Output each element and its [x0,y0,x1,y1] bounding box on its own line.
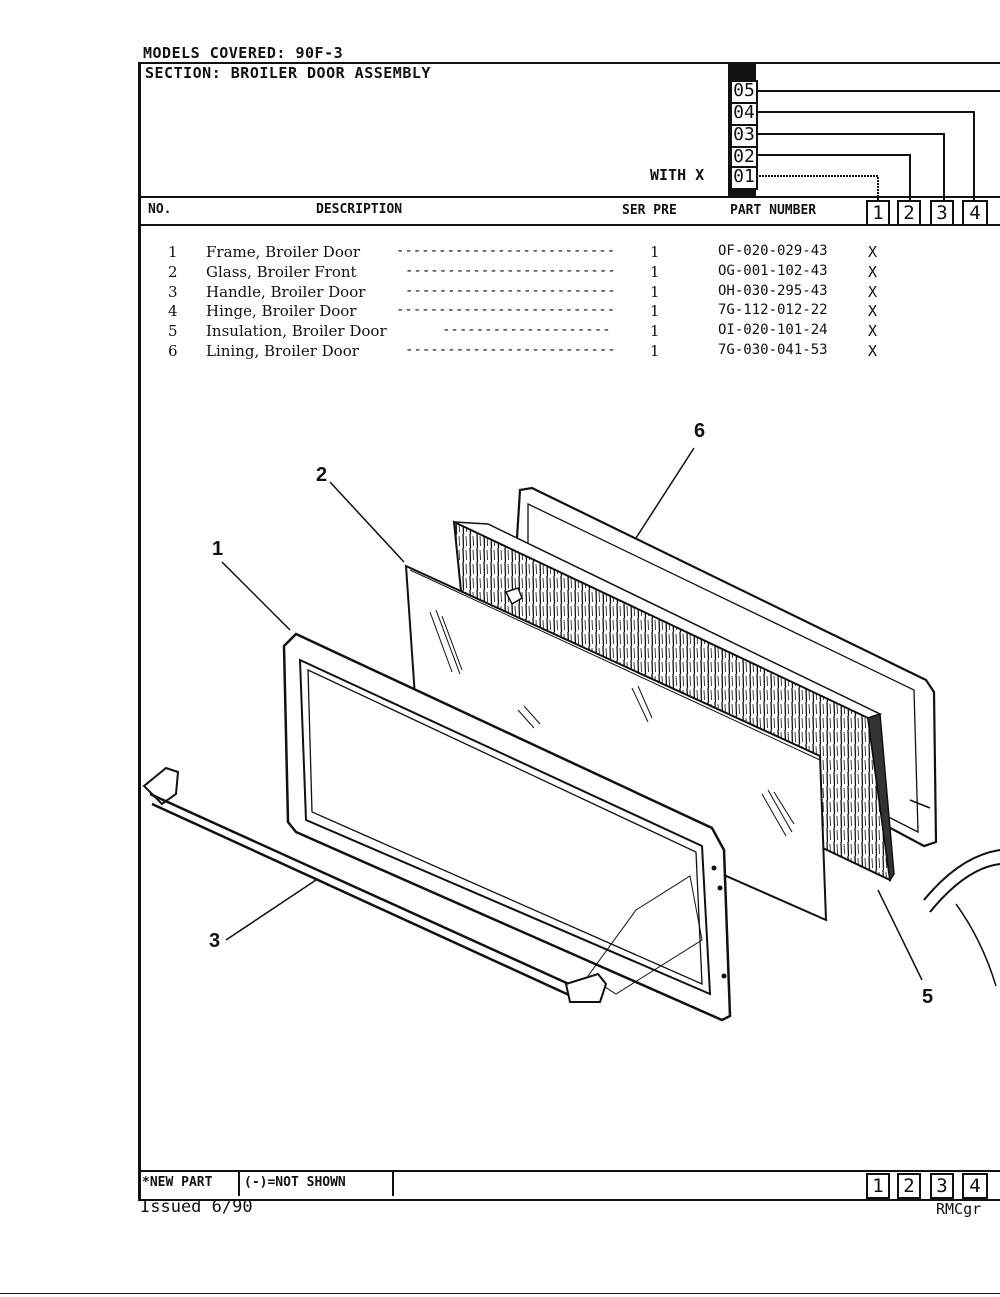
leader-dashes: -------------------------- [396,302,616,318]
model-col-2: 2 [897,200,921,226]
model-mark: X [868,302,878,320]
section-title: SECTION: BROILER DOOR ASSEMBLY [145,64,431,82]
col-no-header: NO. [148,202,172,217]
footer-rule [138,1170,1000,1172]
part-number: OI-020-101-24 [718,322,828,338]
hinge-fragment [923,849,1000,901]
part-description: Lining, Broiler Door [206,342,359,360]
part-ser-pre: 1 [650,283,660,301]
column-rule [138,224,1000,226]
col-part-number-header: PART NUMBER [730,203,817,218]
top-rule [138,62,1000,64]
list-item: 3 Handle, Broiler Door -----------------… [160,283,900,303]
not-shown-legend: (-)=NOT SHOWN [244,1175,346,1190]
callout-6: 6 [694,420,706,442]
footer-model-col-2: 2 [897,1173,921,1199]
with-x-label: WITH X [650,166,705,184]
part-no: 5 [168,322,178,340]
part-number: 7G-030-041-53 [718,342,828,358]
model-mark: X [868,342,878,360]
glass-part [404,564,828,922]
part-ser-pre: 1 [650,243,660,261]
leader-dashes: -------------------- [442,322,611,338]
model-col-3: 3 [930,200,954,226]
hinge-fragment-inner [929,863,1000,913]
document-code: RMCgr [936,1200,982,1218]
part-no: 1 [168,243,178,261]
part-number: OH-030-295-43 [718,283,828,299]
model-col-4: 4 [962,200,988,226]
model-mark: X [868,322,878,340]
list-item: 2 Glass, Broiler Front -----------------… [160,263,900,283]
part-number: OG-001-102-43 [718,263,828,279]
footer-divider-2 [392,1170,394,1196]
model-mark: X [868,243,878,261]
list-item: 4 Hinge, Broiler Door ------------------… [160,302,900,322]
part-description: Handle, Broiler Door [206,283,366,301]
version-code-05: 05 [730,80,758,104]
issued-date: Issued 6/90 [140,1197,253,1217]
part-no: 2 [168,263,178,281]
footer-model-col-4: 4 [962,1173,988,1199]
part-no: 6 [168,342,178,360]
part-ser-pre: 1 [650,302,660,320]
model-mark: X [868,263,878,281]
part-ser-pre: 1 [650,342,660,360]
footer-divider-1 [238,1170,240,1196]
frame-part [282,632,732,1022]
part-ser-pre: 1 [650,322,660,340]
part-description: Frame, Broiler Door [206,243,361,261]
part-ser-pre: 1 [650,263,660,281]
part-description: Glass, Broiler Front [206,263,357,281]
model-col-1: 1 [866,200,890,226]
handle-part [142,766,608,1003]
list-item: 1 Frame, Broiler Door ------------------… [160,243,900,263]
callout-1: 1 [212,538,224,560]
callout-3: 3 [209,930,221,952]
list-item: 6 Lining, Broiler Door -----------------… [160,342,900,362]
exploded-view-diagram [142,447,1000,1022]
model-mark: X [868,283,878,301]
page-bottom-edge [0,1293,1000,1294]
new-part-legend: *NEW PART [142,1175,213,1190]
footer-model-col-3: 3 [930,1173,954,1199]
col-description-header: DESCRIPTION [316,202,403,217]
leader-dashes: ------------------------- [405,263,616,279]
leader-dashes: ------------------------- [405,342,616,358]
list-item: 5 Insulation, Broiler Door -------------… [160,322,900,342]
callout-2: 2 [316,464,328,486]
part-no: 4 [168,302,178,320]
header-rule [138,196,1000,198]
callout-5: 5 [922,986,934,1008]
footer-model-col-1: 1 [866,1173,890,1199]
version-leader-lines [756,90,1000,200]
col-ser-pre-header: SER PRE [622,203,677,218]
leader-dashes: -------------------------- [396,243,616,259]
leader-dashes: ------------------------- [405,283,616,299]
part-number: 7G-112-012-22 [718,302,828,318]
part-no: 3 [168,283,178,301]
version-code-01: 01 [730,166,758,190]
callout-leaders [221,447,997,987]
part-description: Insulation, Broiler Door [206,322,387,340]
part-description: Hinge, Broiler Door [206,302,357,320]
part-number: OF-020-029-43 [718,243,828,259]
models-covered: MODELS COVERED: 90F-3 [143,44,344,62]
